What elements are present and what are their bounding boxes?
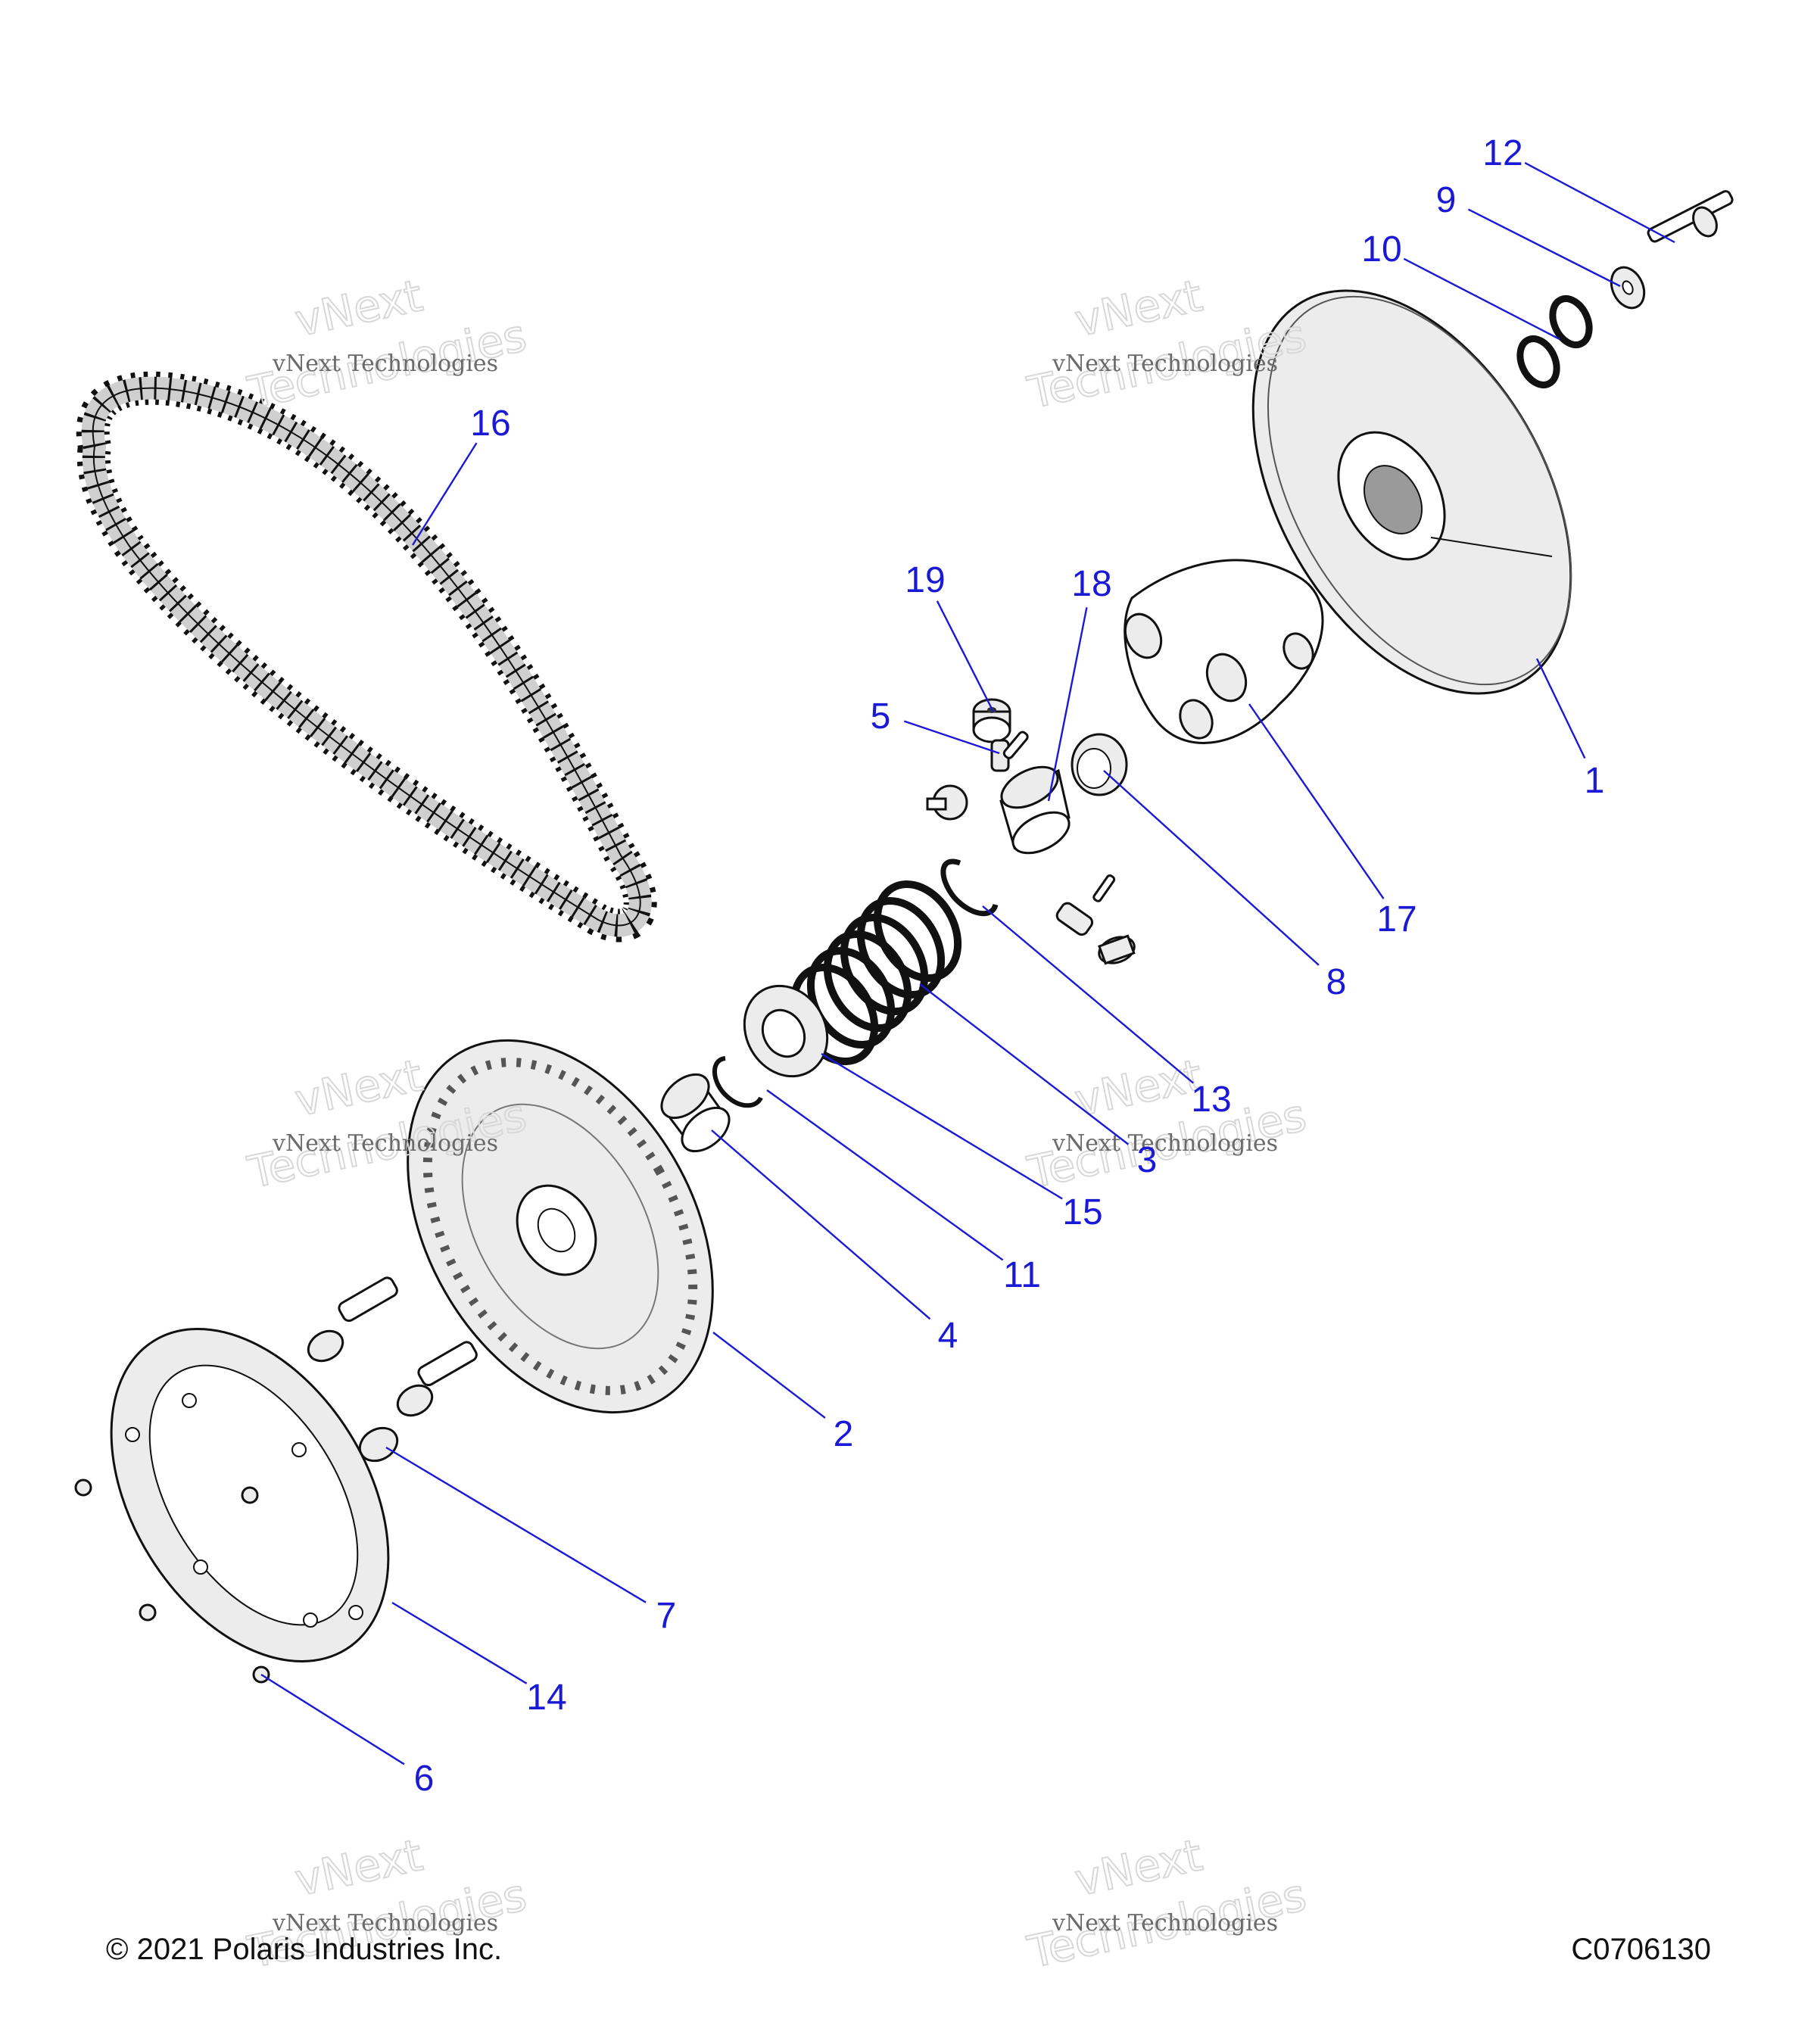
callout-label-8: 8	[1326, 962, 1347, 1002]
watermark-caption: vNext Technologies	[1052, 351, 1278, 377]
fixed-sheave	[1251, 289, 1572, 695]
callout-label-19: 19	[905, 560, 945, 600]
leader-line-18	[1047, 607, 1088, 802]
callout-label-14: 14	[526, 1678, 566, 1718]
callout-label-6: 6	[414, 1759, 435, 1799]
leader-line-2	[712, 1332, 826, 1419]
moveable-sheave-bushing	[660, 1073, 731, 1153]
roller-weight	[972, 698, 1011, 743]
small-pin-set	[1055, 874, 1136, 965]
callout-label-5: 5	[871, 696, 891, 737]
leader-line-3	[919, 983, 1130, 1145]
callout-label-18: 18	[1071, 564, 1111, 604]
moveable-sheave	[407, 1039, 714, 1414]
leader-line-6	[260, 1673, 405, 1765]
roller	[999, 765, 1071, 855]
watermark-caption: vNext Technologies	[272, 1910, 498, 1937]
watermark-caption: vNext Technologies	[1052, 1130, 1278, 1157]
leader-line-13	[982, 905, 1194, 1084]
callout-label-11: 11	[1003, 1255, 1041, 1295]
leader-line-11	[766, 1089, 1004, 1261]
leader-line-14	[391, 1601, 528, 1684]
callout-label-1: 1	[1585, 761, 1605, 801]
callout-label-13: 13	[1191, 1080, 1231, 1120]
leader-line-15	[821, 1052, 1063, 1200]
leader-line-19	[936, 600, 995, 712]
callout-label-10: 10	[1361, 229, 1401, 270]
washer	[1610, 266, 1646, 310]
watermark-caption: vNext Technologies	[272, 1130, 498, 1157]
watermark-caption: vNext Technologies	[272, 351, 498, 377]
figure-code: C0706130	[1571, 1933, 1711, 1966]
copyright-text: © 2021 Polaris Industries Inc.	[106, 1933, 502, 1966]
callout-label-17: 17	[1376, 899, 1417, 939]
callout-layer: 12 9 10 16 19 18 5 1 17 8 13 3 15 11 4 2 7 14 6	[260, 133, 1675, 1799]
callout-label-4: 4	[938, 1316, 958, 1356]
cover-bolts	[307, 1276, 478, 1463]
leader-line-16	[411, 442, 478, 546]
bushing	[1071, 733, 1128, 796]
retaining-ring-large	[940, 858, 999, 917]
shims	[1516, 295, 1593, 388]
callout-label-16: 16	[470, 404, 510, 444]
callout-label-12: 12	[1482, 133, 1522, 173]
leader-line-12	[1524, 162, 1675, 244]
callout-label-9: 9	[1436, 180, 1457, 220]
drive-belt	[76, 371, 657, 943]
leader-line-10	[1403, 257, 1560, 341]
spring-seat	[743, 984, 829, 1078]
leader-line-1	[1535, 658, 1586, 759]
callout-label-15: 15	[1062, 1192, 1102, 1232]
leader-line-9	[1467, 208, 1621, 288]
sheave-bolt	[1647, 190, 1734, 243]
callout-label-3: 3	[1137, 1140, 1158, 1180]
callout-label-2: 2	[834, 1414, 854, 1454]
spider	[1124, 559, 1324, 744]
leader-line-17	[1248, 703, 1385, 899]
leader-line-8	[1103, 770, 1320, 966]
leader-line-7	[385, 1446, 647, 1603]
roller-pin	[926, 731, 1029, 821]
callout-label-7: 7	[656, 1596, 677, 1636]
watermark-caption: vNext Technologies	[1052, 1910, 1278, 1937]
cover-screws	[74, 1478, 270, 1684]
leader-line-4	[711, 1129, 931, 1320]
leader-line-5	[903, 720, 1000, 755]
retaining-ring-small	[712, 1056, 763, 1108]
